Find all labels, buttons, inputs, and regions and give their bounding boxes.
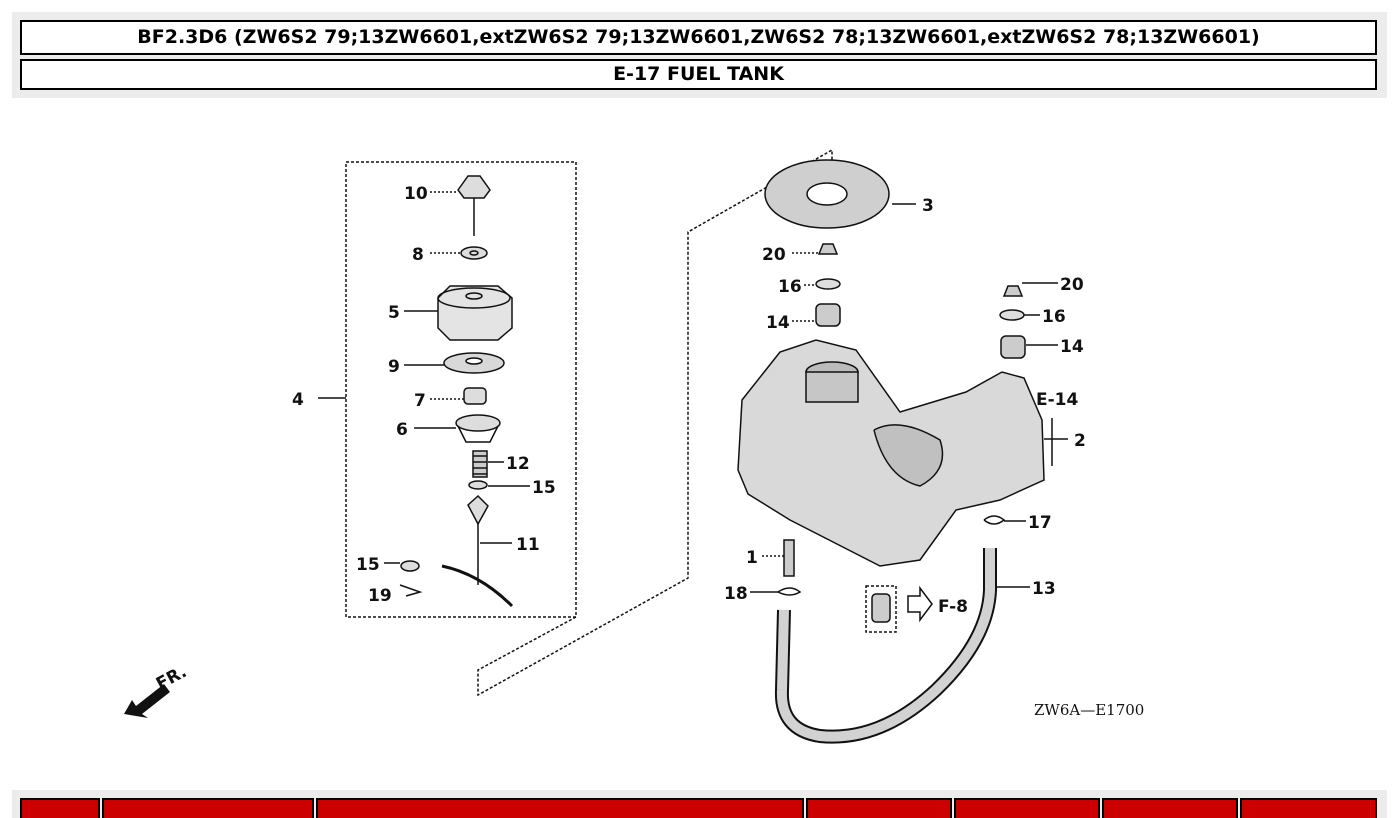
front-arrow-icon — [124, 684, 170, 718]
header-panel: BF2.3D6 (ZW6S2 79;13ZW6601,extZW6S2 79;1… — [12, 12, 1387, 98]
table-header-cell — [316, 798, 804, 818]
callout-7: 7 — [414, 391, 426, 411]
callout-11: 11 — [516, 535, 540, 555]
callout-6: 6 — [396, 420, 408, 440]
cap-assembly-box — [345, 161, 577, 618]
table-header-cell — [20, 798, 100, 818]
callout-19: 19 — [368, 586, 392, 606]
callout-12: 12 — [506, 454, 530, 474]
section-title: E-17 FUEL TANK — [20, 59, 1377, 90]
ref-e14: E-14 — [1036, 390, 1078, 410]
table-header-cell — [1240, 798, 1377, 818]
callout-16: 16 — [1042, 307, 1066, 327]
callout-1: 1 — [746, 548, 758, 568]
callout-3: 3 — [922, 196, 934, 216]
callout-16: 16 — [778, 277, 802, 297]
callout-8: 8 — [412, 245, 424, 265]
callout-13: 13 — [1032, 579, 1056, 599]
callout-5: 5 — [388, 303, 400, 323]
table-header-cell — [954, 798, 1100, 818]
callout-15: 15 — [532, 478, 556, 498]
callout-15: 15 — [356, 555, 380, 575]
ref-f8: F-8 — [938, 597, 968, 617]
callout-20: 20 — [1060, 275, 1084, 295]
fuel-cap-part — [437, 285, 513, 341]
knob-part — [457, 175, 491, 199]
callout-9: 9 — [388, 357, 400, 377]
callout-20: 20 — [762, 245, 786, 265]
table-header-cell — [806, 798, 952, 818]
parts-table-header — [12, 790, 1387, 818]
assembly-outline — [477, 148, 833, 697]
callout-17: 17 — [1028, 513, 1052, 533]
drawing-code: ZW6A—E1700 — [1034, 701, 1144, 719]
callout-10: 10 — [404, 184, 428, 204]
model-title: BF2.3D6 (ZW6S2 79;13ZW6601,extZW6S2 79;1… — [20, 20, 1377, 55]
table-header-cell — [1102, 798, 1238, 818]
callout-14: 14 — [1060, 337, 1084, 357]
callout-14: 14 — [766, 313, 790, 333]
callout-2: 2 — [1074, 431, 1086, 451]
table-header-cell — [102, 798, 314, 818]
callout-18: 18 — [724, 584, 748, 604]
callout-4: 4 — [292, 390, 304, 410]
parts-diagram: 123456789101112131414151516161718192020 … — [124, 148, 1144, 744]
